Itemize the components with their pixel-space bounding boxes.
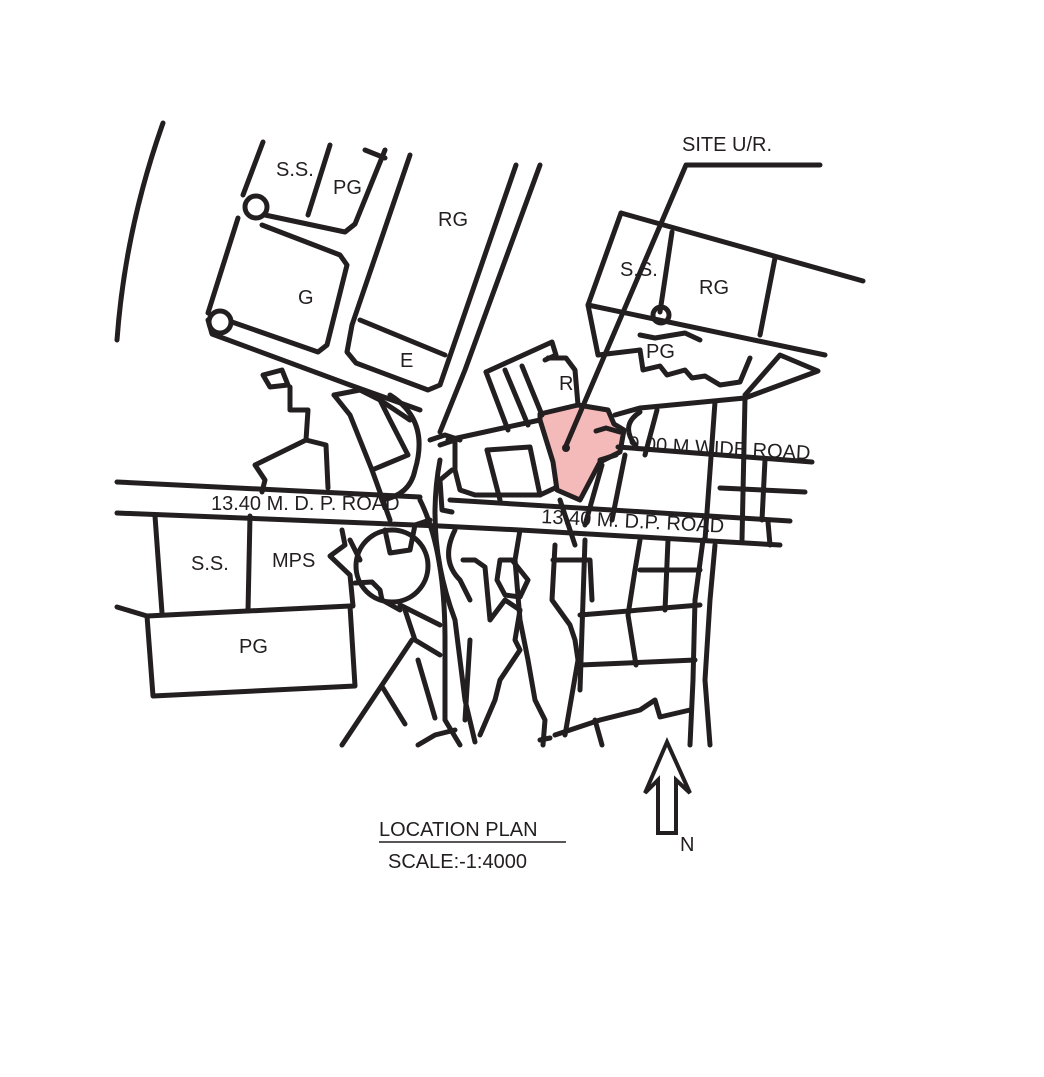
zone-label: G [298, 287, 314, 309]
zone-label: PG [646, 341, 675, 363]
site-leader-line [562, 162, 823, 451]
zone-label: RG [699, 277, 729, 299]
site-plot [537, 402, 627, 503]
zone-label: S.S. [276, 159, 314, 181]
zone-label: S.S. [191, 553, 229, 575]
site-inner-line [593, 425, 623, 435]
plan-scale: SCALE:-1:4000 [388, 851, 527, 873]
zone-label: E [400, 350, 413, 372]
zone-label: R [559, 373, 573, 395]
zone-label: PG [239, 636, 268, 658]
boundary-arc [114, 120, 166, 343]
zone-label: S.S. [620, 259, 658, 281]
road-label-dp-left: 13.40 M. D. P. ROAD [211, 493, 400, 515]
road-label-wide: 9.00 M WIDE ROAD [628, 433, 811, 465]
zone-label: RG [438, 209, 468, 231]
site-label: SITE U/R. [682, 134, 772, 156]
plan-title: LOCATION PLAN [379, 819, 538, 841]
north-arrow-icon [643, 737, 692, 835]
road-network [114, 120, 866, 748]
site-marker-dot [562, 444, 570, 452]
zone-label: PG [333, 177, 362, 199]
site-inner-line [597, 452, 619, 463]
north-label: N [680, 834, 694, 856]
zone-label: MPS [272, 550, 315, 572]
